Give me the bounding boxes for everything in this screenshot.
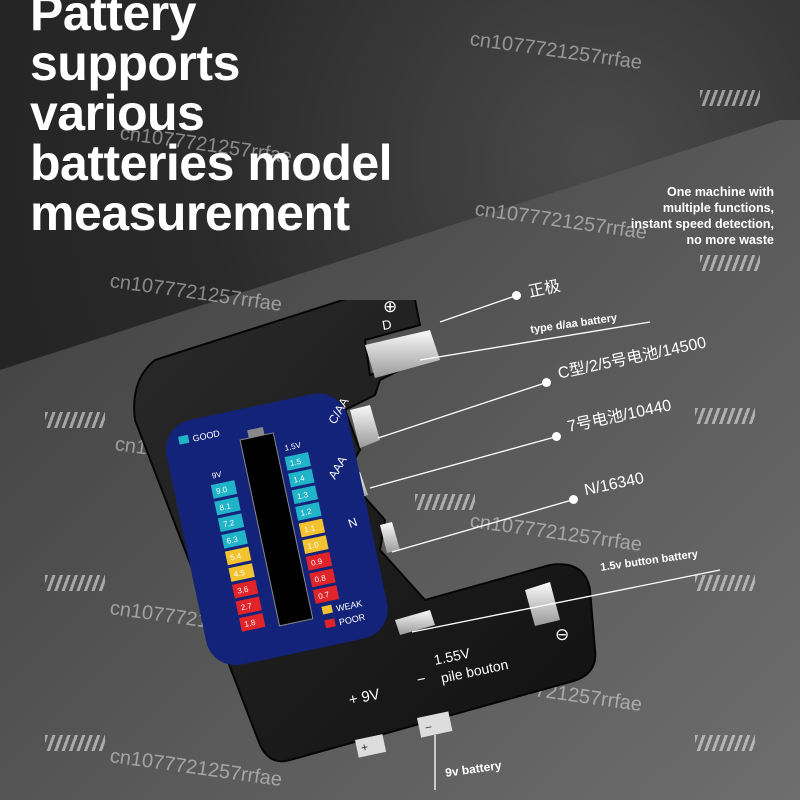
callout-line-type-d [419, 321, 651, 361]
slot-d-label: D [381, 317, 393, 333]
lcd-9v-value: 7.2 [222, 518, 235, 529]
lcd-weak-swatch [321, 604, 333, 615]
bottom-155v-label: 1.55V [432, 645, 472, 668]
callout-dot [542, 378, 551, 387]
lcd-good-swatch [178, 434, 190, 445]
callout-line-n-type [391, 499, 573, 553]
n-slot-clip [380, 522, 400, 553]
hatch-mark [700, 90, 760, 106]
headline-line: supports [30, 35, 240, 91]
battery-tester-device: GOOD 9V 1.5V 9.08.17.26.35.44.53.62.71.8… [133, 300, 597, 763]
lcd-15v-cell [305, 551, 333, 571]
subtitle-line: no more waste [686, 233, 774, 247]
positive-pole-icon: ⊕ [383, 300, 397, 316]
lcd-9v-cell [214, 496, 241, 516]
lcd-battery-icon [239, 432, 314, 627]
lcd-9v-value: 9.0 [215, 485, 228, 496]
lcd-15v-cell [291, 485, 319, 505]
minus-contact-button[interactable] [417, 711, 453, 738]
lcd-9v-value: 8.1 [219, 501, 232, 512]
lcd-15v-value: 0.8 [314, 573, 327, 584]
subtitle-line: instant speed detection, [630, 217, 774, 231]
lcd-15v-value: 1.2 [300, 507, 313, 518]
lcd-9v-value: 4.5 [233, 568, 246, 579]
button-slot-clip [395, 610, 435, 635]
lcd-left-scale: 9.0 8.1 7.2 6.3 5.4 4.5 3.6 2.7 1.8 [210, 480, 266, 632]
lcd-right-scale: 1.5 1.4 1.3 1.2 1.1 1.0 0.9 0.8 0.7 [284, 452, 340, 604]
bottom-minus-label: − [415, 670, 427, 688]
hatch-mark [695, 575, 755, 591]
lcd-9v-cell [221, 529, 248, 549]
lcd-15v-value: 1.3 [296, 490, 309, 501]
lcd-9v-cell [217, 513, 245, 533]
headline-line: Pattery [30, 0, 197, 41]
lcd-9v-value: 2.7 [240, 601, 253, 612]
lcd-9v-value: 5.4 [229, 551, 242, 562]
lcd-9v-cell [228, 563, 255, 582]
lcd-9v-cell [239, 613, 266, 632]
lcd-15v-value: 1.5 [289, 457, 302, 468]
callout-line-button [411, 569, 721, 633]
lcd-9v-value: 1.8 [244, 618, 257, 629]
plus-contact-button[interactable] [355, 734, 387, 758]
headline-line: batteries model [30, 135, 393, 191]
callout-dot [569, 495, 578, 504]
subtitle: One machine with multiple functions, ins… [544, 184, 774, 248]
negative-pole-icon: ⊖ [555, 625, 569, 644]
hatch-mark [700, 255, 760, 271]
lcd-15v-value: 0.7 [317, 590, 330, 601]
lcd-15v-value: 1.0 [307, 540, 320, 551]
lcd-15v-value: 1.4 [293, 473, 306, 484]
bottom-9v-label: + 9V [347, 686, 381, 709]
callout-dot [552, 432, 561, 441]
lcd-15v-cell [309, 568, 336, 588]
subtitle-line: multiple functions, [662, 201, 774, 215]
subtitle-line: One machine with [667, 185, 774, 199]
lcd-battery-tip [247, 426, 265, 439]
button-slot-clip [525, 582, 560, 626]
caa-slot-clip [350, 405, 380, 448]
callout-dot [512, 291, 521, 300]
lcd-15v-cell [312, 585, 340, 604]
lcd-15v-cell [298, 518, 326, 538]
lcd-9v-cell [224, 546, 252, 566]
hatch-mark [695, 408, 755, 424]
hatch-mark [45, 575, 105, 591]
callout-line-c-type [377, 382, 546, 439]
lcd-9v-cell [210, 480, 238, 499]
minus-contact-label: − [424, 720, 434, 735]
lcd-15v-cell [295, 502, 322, 521]
lcd-15v-value: 0.9 [310, 557, 323, 568]
headline: Pattery supports various batteries model… [30, 0, 393, 241]
lcd-15v-value: 1.1 [303, 523, 316, 534]
lcd-9v-cell [231, 579, 259, 599]
lcd-poor-swatch [324, 618, 336, 629]
lcd-9v-value: 3.6 [237, 585, 250, 596]
plus-contact-label: + [360, 740, 370, 755]
callout-line-positive [439, 295, 516, 323]
lcd-9v-header: 9V [211, 470, 223, 481]
hatch-mark [415, 494, 475, 510]
hatch-mark [45, 735, 105, 751]
lcd-9v-value: 6.3 [226, 535, 239, 546]
headline-line: measurement [30, 185, 350, 241]
lcd-panel: GOOD 9V 1.5V 9.08.17.26.35.44.53.62.71.8… [166, 393, 388, 666]
callout-line-no7 [369, 436, 556, 489]
hatch-mark [695, 735, 755, 751]
lcd-15v-cell [302, 535, 329, 554]
lcd-15v-header: 1.5V [284, 440, 303, 452]
lcd-15v-cell [288, 468, 315, 488]
headline-line: various [30, 85, 205, 141]
lcd-15v-cell [284, 452, 311, 471]
lcd-9v-cell [235, 596, 262, 616]
d-slot-clip [365, 330, 440, 378]
hatch-mark [45, 412, 105, 428]
